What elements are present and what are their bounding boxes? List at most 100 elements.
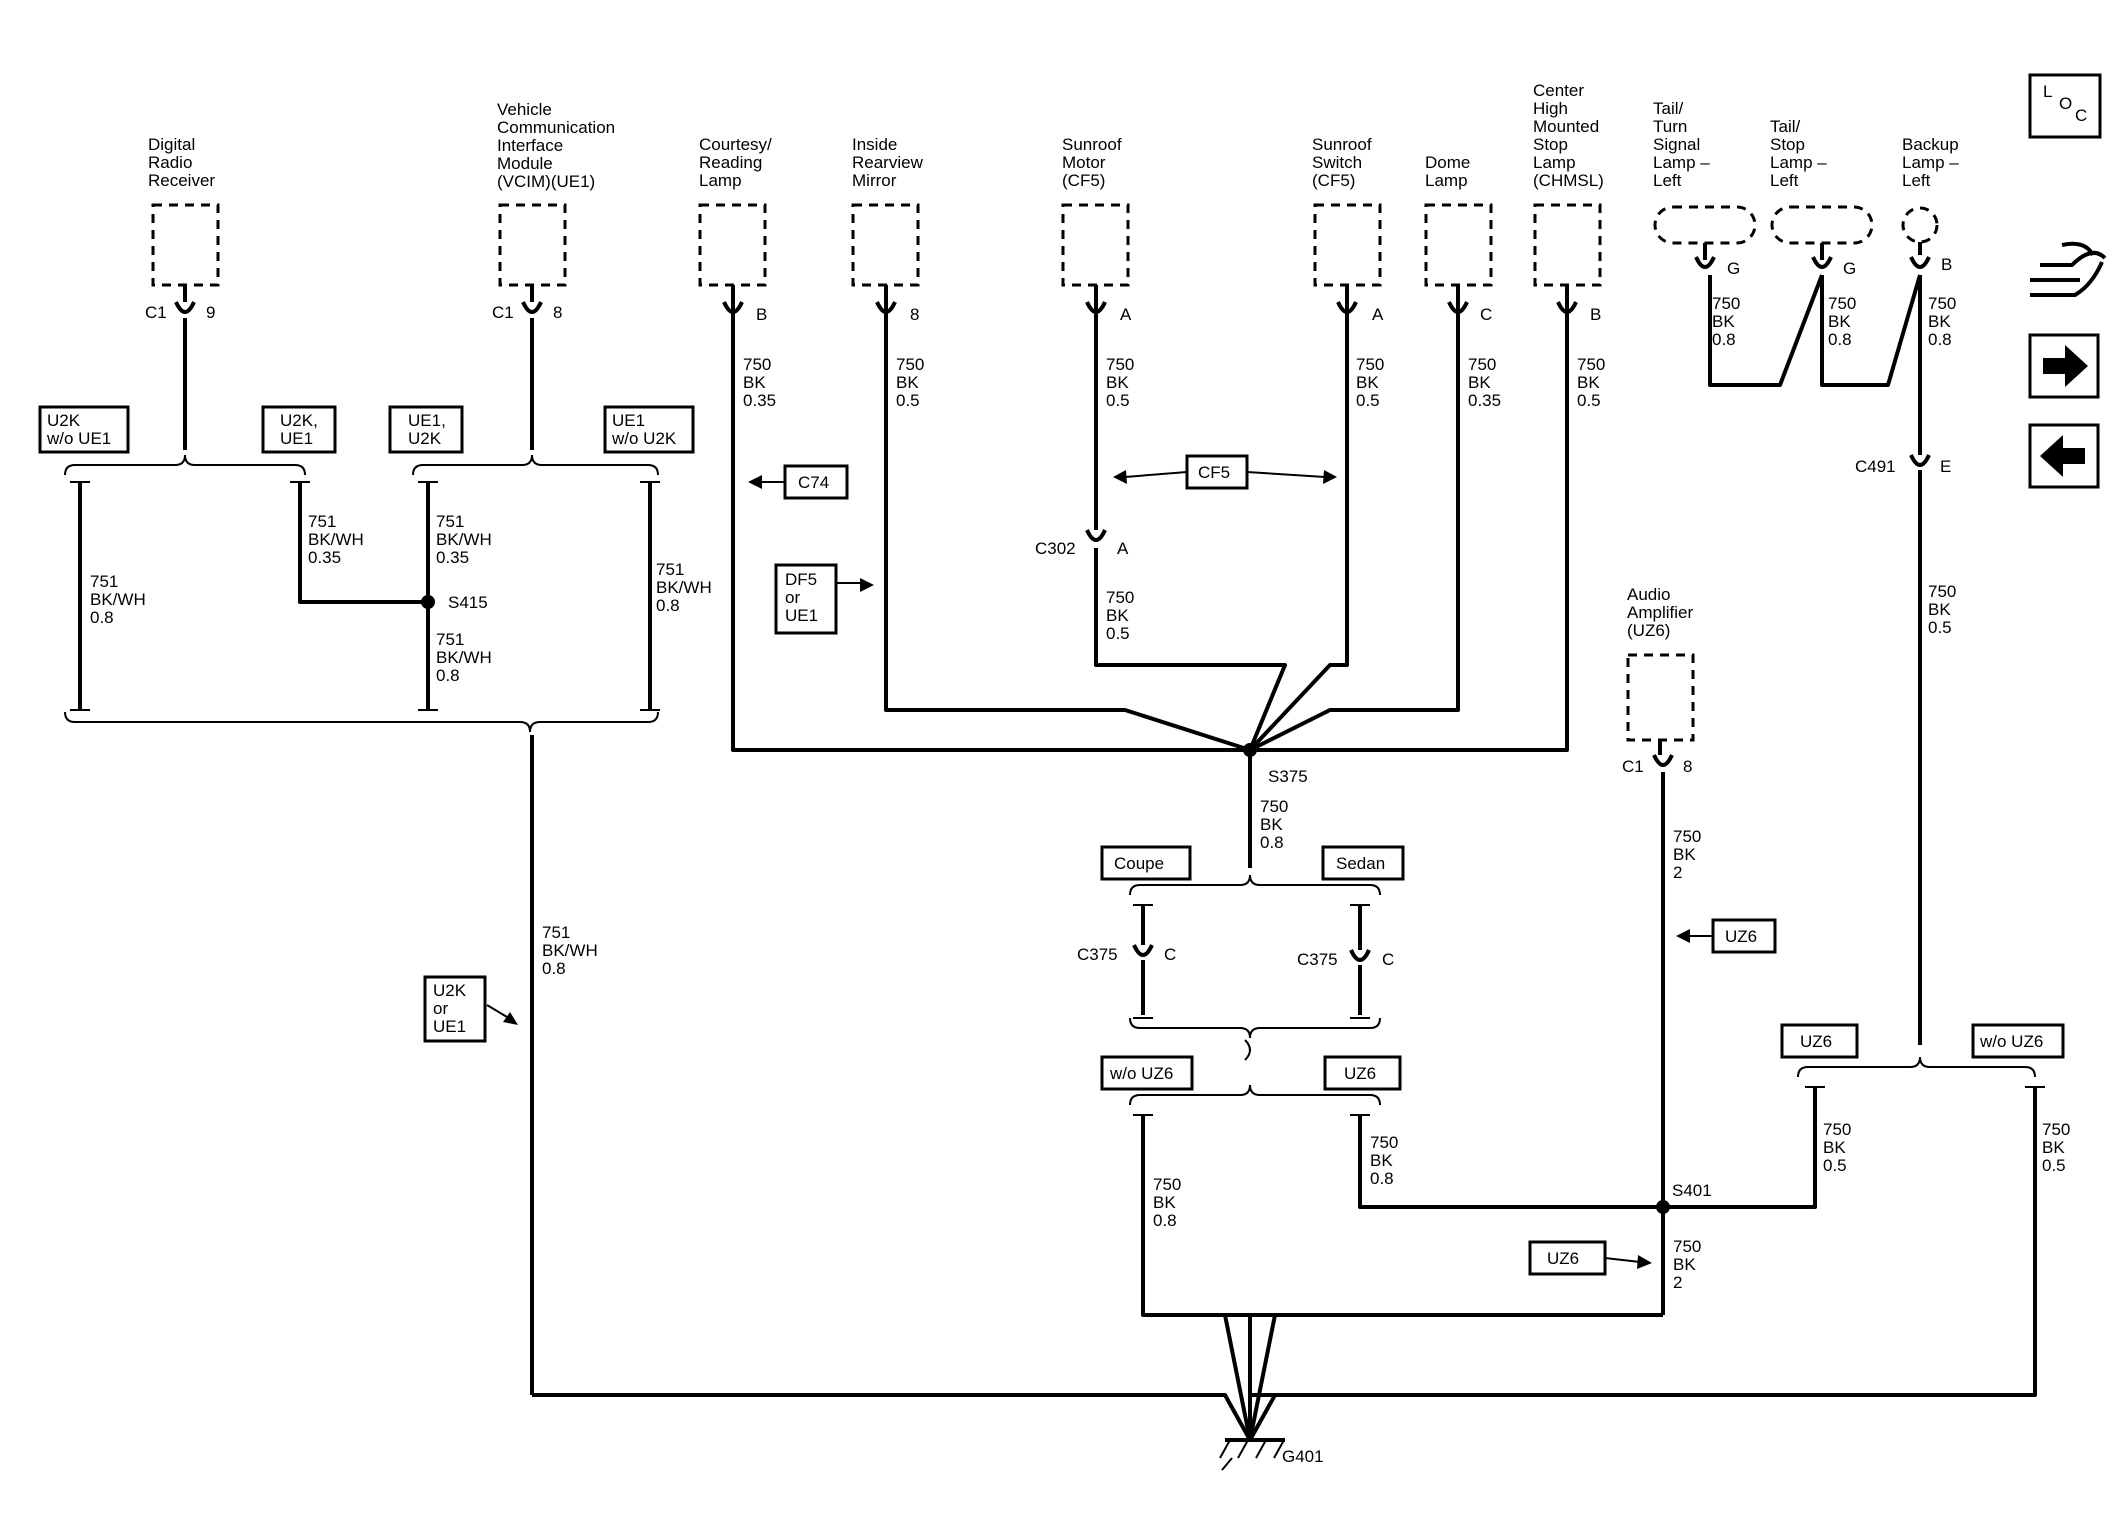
c375-left-label: C375 (1077, 945, 1118, 964)
text-line: 2 (1673, 1273, 1682, 1292)
text-line: BK (1106, 606, 1129, 625)
text-line: BK/WH (436, 648, 492, 667)
option-u2k-ue1: U2K,UE1 (261, 405, 337, 454)
text-line: 0.8 (1370, 1169, 1394, 1188)
text-line: Left (1653, 171, 1682, 190)
ref-uz6-s401[interactable]: UZ6 (1528, 1240, 1652, 1276)
text-line: 0.8 (1828, 330, 1852, 349)
text-line: Backup (1902, 135, 1959, 154)
radio-conn-label: C1 (145, 303, 167, 322)
text-line: U2K, (280, 411, 318, 430)
text-line: Sunroof (1062, 135, 1122, 154)
text-line: 750 (1577, 355, 1605, 374)
text-line: 750 (1928, 294, 1956, 313)
text-line: 751 (90, 572, 118, 591)
text-line: BK (1828, 312, 1851, 331)
loc-icon[interactable]: LOC (2028, 73, 2102, 139)
loc-letter: C (2075, 106, 2087, 125)
splice-s401-label: S401 (1672, 1181, 1712, 1200)
text-line: 751 (656, 560, 684, 579)
text-line: 750 (1928, 582, 1956, 601)
c375-left-pin-label: C (1164, 945, 1176, 964)
ref-uz6-amp[interactable]: UZ6 (1676, 918, 1777, 954)
svg-text:w/o UZ6: w/o UZ6 (1109, 1064, 1173, 1083)
text-line: (VCIM)(UE1) (497, 172, 595, 191)
text-line: (CHMSL) (1533, 171, 1604, 190)
text-line: Reading (699, 153, 762, 172)
text-line: 750 (1356, 355, 1384, 374)
text-line: or (433, 999, 448, 1018)
dome-lamp-box (1424, 203, 1493, 287)
ref-c74[interactable]: C74 (748, 464, 849, 500)
text-line: BK/WH (656, 578, 712, 597)
text-line: BK (1928, 312, 1951, 331)
svg-text:UZ6: UZ6 (1547, 1249, 1579, 1268)
dome-pin-label: C (1480, 305, 1492, 324)
text-line: or (785, 588, 800, 607)
vcim-pin-label: 8 (553, 303, 562, 322)
connector-end-view-icon[interactable] (2030, 241, 2107, 297)
text-line: BK (1577, 373, 1600, 392)
tail-stop-lamp-box (1770, 205, 1874, 245)
motor-pin-label: A (1120, 305, 1132, 324)
text-line: 2 (1673, 863, 1682, 882)
text-line: Courtesy/ (699, 135, 772, 154)
text-line: Mounted (1533, 117, 1599, 136)
text-line: Switch (1312, 153, 1362, 172)
courtesy-lamp-box (698, 203, 767, 287)
text-line: Interface (497, 136, 563, 155)
text-line: 0.8 (436, 666, 460, 685)
svg-text:w/o UZ6: w/o UZ6 (1979, 1032, 2043, 1051)
text-line: (UZ6) (1627, 621, 1670, 640)
vcim-box (498, 203, 567, 287)
ref-cf5[interactable]: CF5 (1113, 454, 1337, 490)
splice-s415-label: S415 (448, 593, 488, 612)
switch-connector (1336, 301, 1358, 314)
switch-pin-label: A (1372, 305, 1384, 324)
text-line: Radio (148, 153, 192, 172)
text-line: BK (1468, 373, 1491, 392)
text-line: BK (1823, 1138, 1846, 1157)
text-line: 0.8 (1712, 330, 1736, 349)
splice-s415-dot (421, 595, 435, 609)
next-page-arrow-icon[interactable] (2028, 333, 2100, 399)
text-line: 0.5 (1356, 391, 1380, 410)
text-line: Rearview (852, 153, 924, 172)
text-line: 750 (1106, 355, 1134, 374)
text-line: 0.8 (656, 596, 680, 615)
previous-page-arrow-icon[interactable] (2028, 423, 2100, 489)
text-line: 0.35 (1468, 391, 1501, 410)
text-line: 750 (1260, 797, 1288, 816)
text-line: BK (1673, 845, 1696, 864)
ground-label: G401 (1282, 1447, 1324, 1466)
svg-text:LOC: LOC (2043, 82, 2087, 125)
courtesy-connector (722, 301, 744, 314)
text-line: Vehicle (497, 100, 552, 119)
rearview-mirror-box (851, 203, 920, 287)
text-line: 0.8 (90, 608, 114, 627)
motor-connector (1085, 301, 1107, 314)
text-line: BK (1712, 312, 1735, 331)
option-wo-uz6: w/o UZ6 (1100, 1055, 1194, 1091)
amp-c1-connector (1652, 754, 1674, 767)
text-line: 751 (308, 512, 336, 531)
